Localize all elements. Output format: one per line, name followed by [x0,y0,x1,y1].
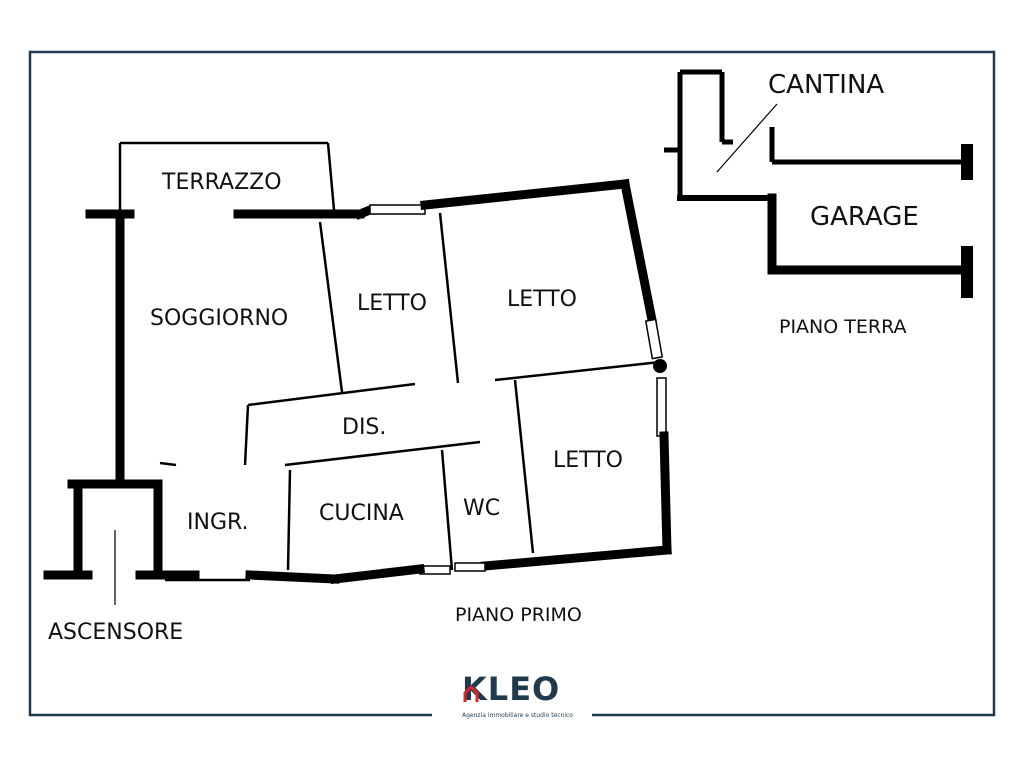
house-icon [463,684,479,702]
piano-primo-walls [43,141,672,605]
room-label-dis: DIS. [342,415,386,440]
room-label-ingr: INGR. [187,510,249,535]
logo-tagline: Agenzia immobiliare e studio tecnico [462,712,573,719]
room-label-ascensore: ASCENSORE [48,620,183,645]
room-label-letto-3: LETTO [553,448,623,473]
floor-label-piano-terra: PIANO TERRA [779,316,907,338]
room-label-soggiorno: SOGGIORNO [150,306,288,331]
room-label-wc: WC [463,496,500,521]
room-label-cucina: CUCINA [319,501,404,526]
room-label-letto-1: LETTO [357,291,427,316]
room-label-terrazzo: TERRAZZO [161,170,282,195]
logo-name: KLEO [462,670,560,708]
room-label-letto-2: LETTO [507,287,577,312]
piano-terra-walls [664,69,973,298]
frame [28,50,996,717]
room-label-garage: GARAGE [810,202,919,232]
kleo-logo: KLEO Agenzia immobiliare e studio tecnic… [462,670,573,719]
floor-label-piano-primo: PIANO PRIMO [455,604,582,626]
room-label-cantina: CANTINA [768,70,884,100]
